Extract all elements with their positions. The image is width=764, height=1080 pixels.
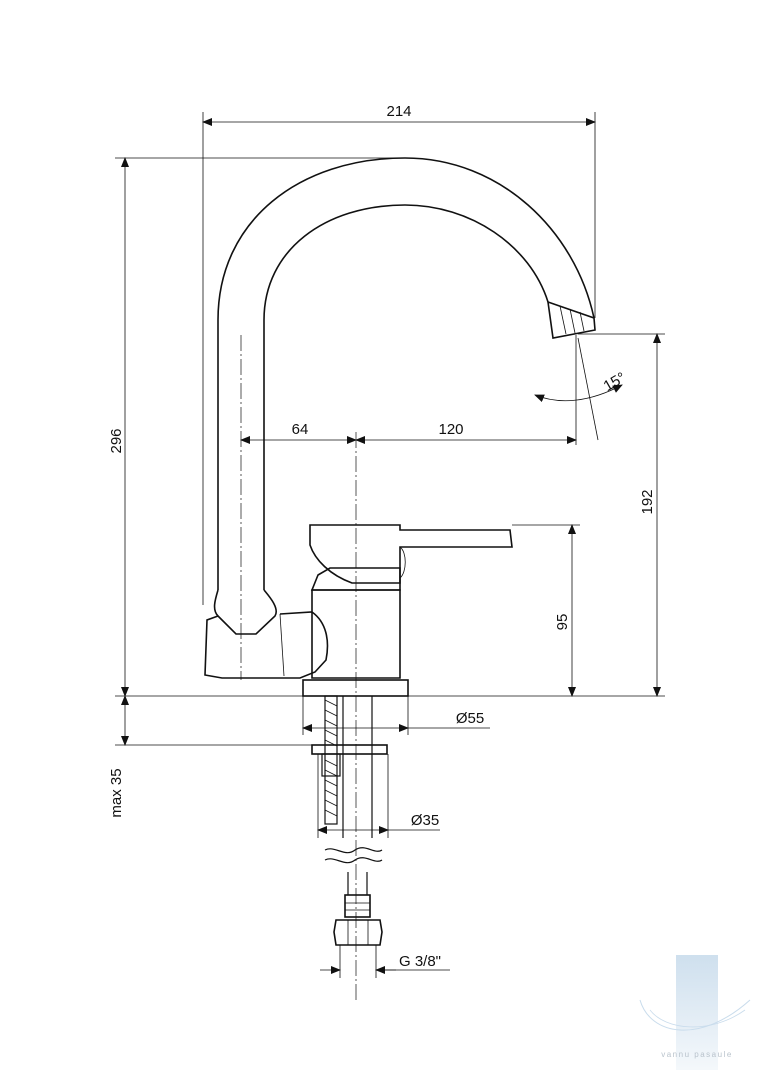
spout-socket: [204, 611, 329, 679]
spout-aerator: [547, 300, 596, 339]
dim-outlet-height: 192: [639, 489, 656, 514]
dim-spout-offset: 64: [292, 421, 309, 438]
dim-total-width: 214: [386, 103, 411, 120]
dim-spout-reach: 120: [438, 421, 463, 438]
dimension-labels: 214 296 64 120 15° 192 95 Ø55 max 35 Ø35…: [108, 103, 656, 970]
watermark-logo: vannu pasaule: [639, 955, 751, 1070]
clamp-washer: [311, 744, 388, 755]
watermark-text: vannu pasaule: [661, 1050, 733, 1059]
spout-inner-curve: [263, 204, 549, 590]
base-plate: [302, 679, 409, 697]
dim-outlet-angle: 15°: [601, 369, 629, 395]
swivel-collar: [213, 589, 277, 635]
lever-handle: [309, 524, 513, 584]
center-lines: [240, 335, 357, 1000]
dim-max-thickness: max 35: [108, 768, 125, 817]
dim-connection-thread: G 3/8": [399, 953, 441, 970]
dimension-lines: [115, 112, 665, 978]
hose-connector-nut: [333, 919, 383, 946]
dim-lever-height: 95: [554, 614, 571, 631]
dim-base-diameter: Ø55: [456, 710, 484, 727]
hose-ferrule: [344, 894, 371, 918]
mounting-assembly: [311, 695, 388, 946]
fixing-nut: [321, 753, 341, 777]
dim-total-height: 296: [108, 428, 125, 453]
faucet-outline: [204, 157, 596, 697]
dim-shank-diameter: Ø35: [411, 812, 439, 829]
